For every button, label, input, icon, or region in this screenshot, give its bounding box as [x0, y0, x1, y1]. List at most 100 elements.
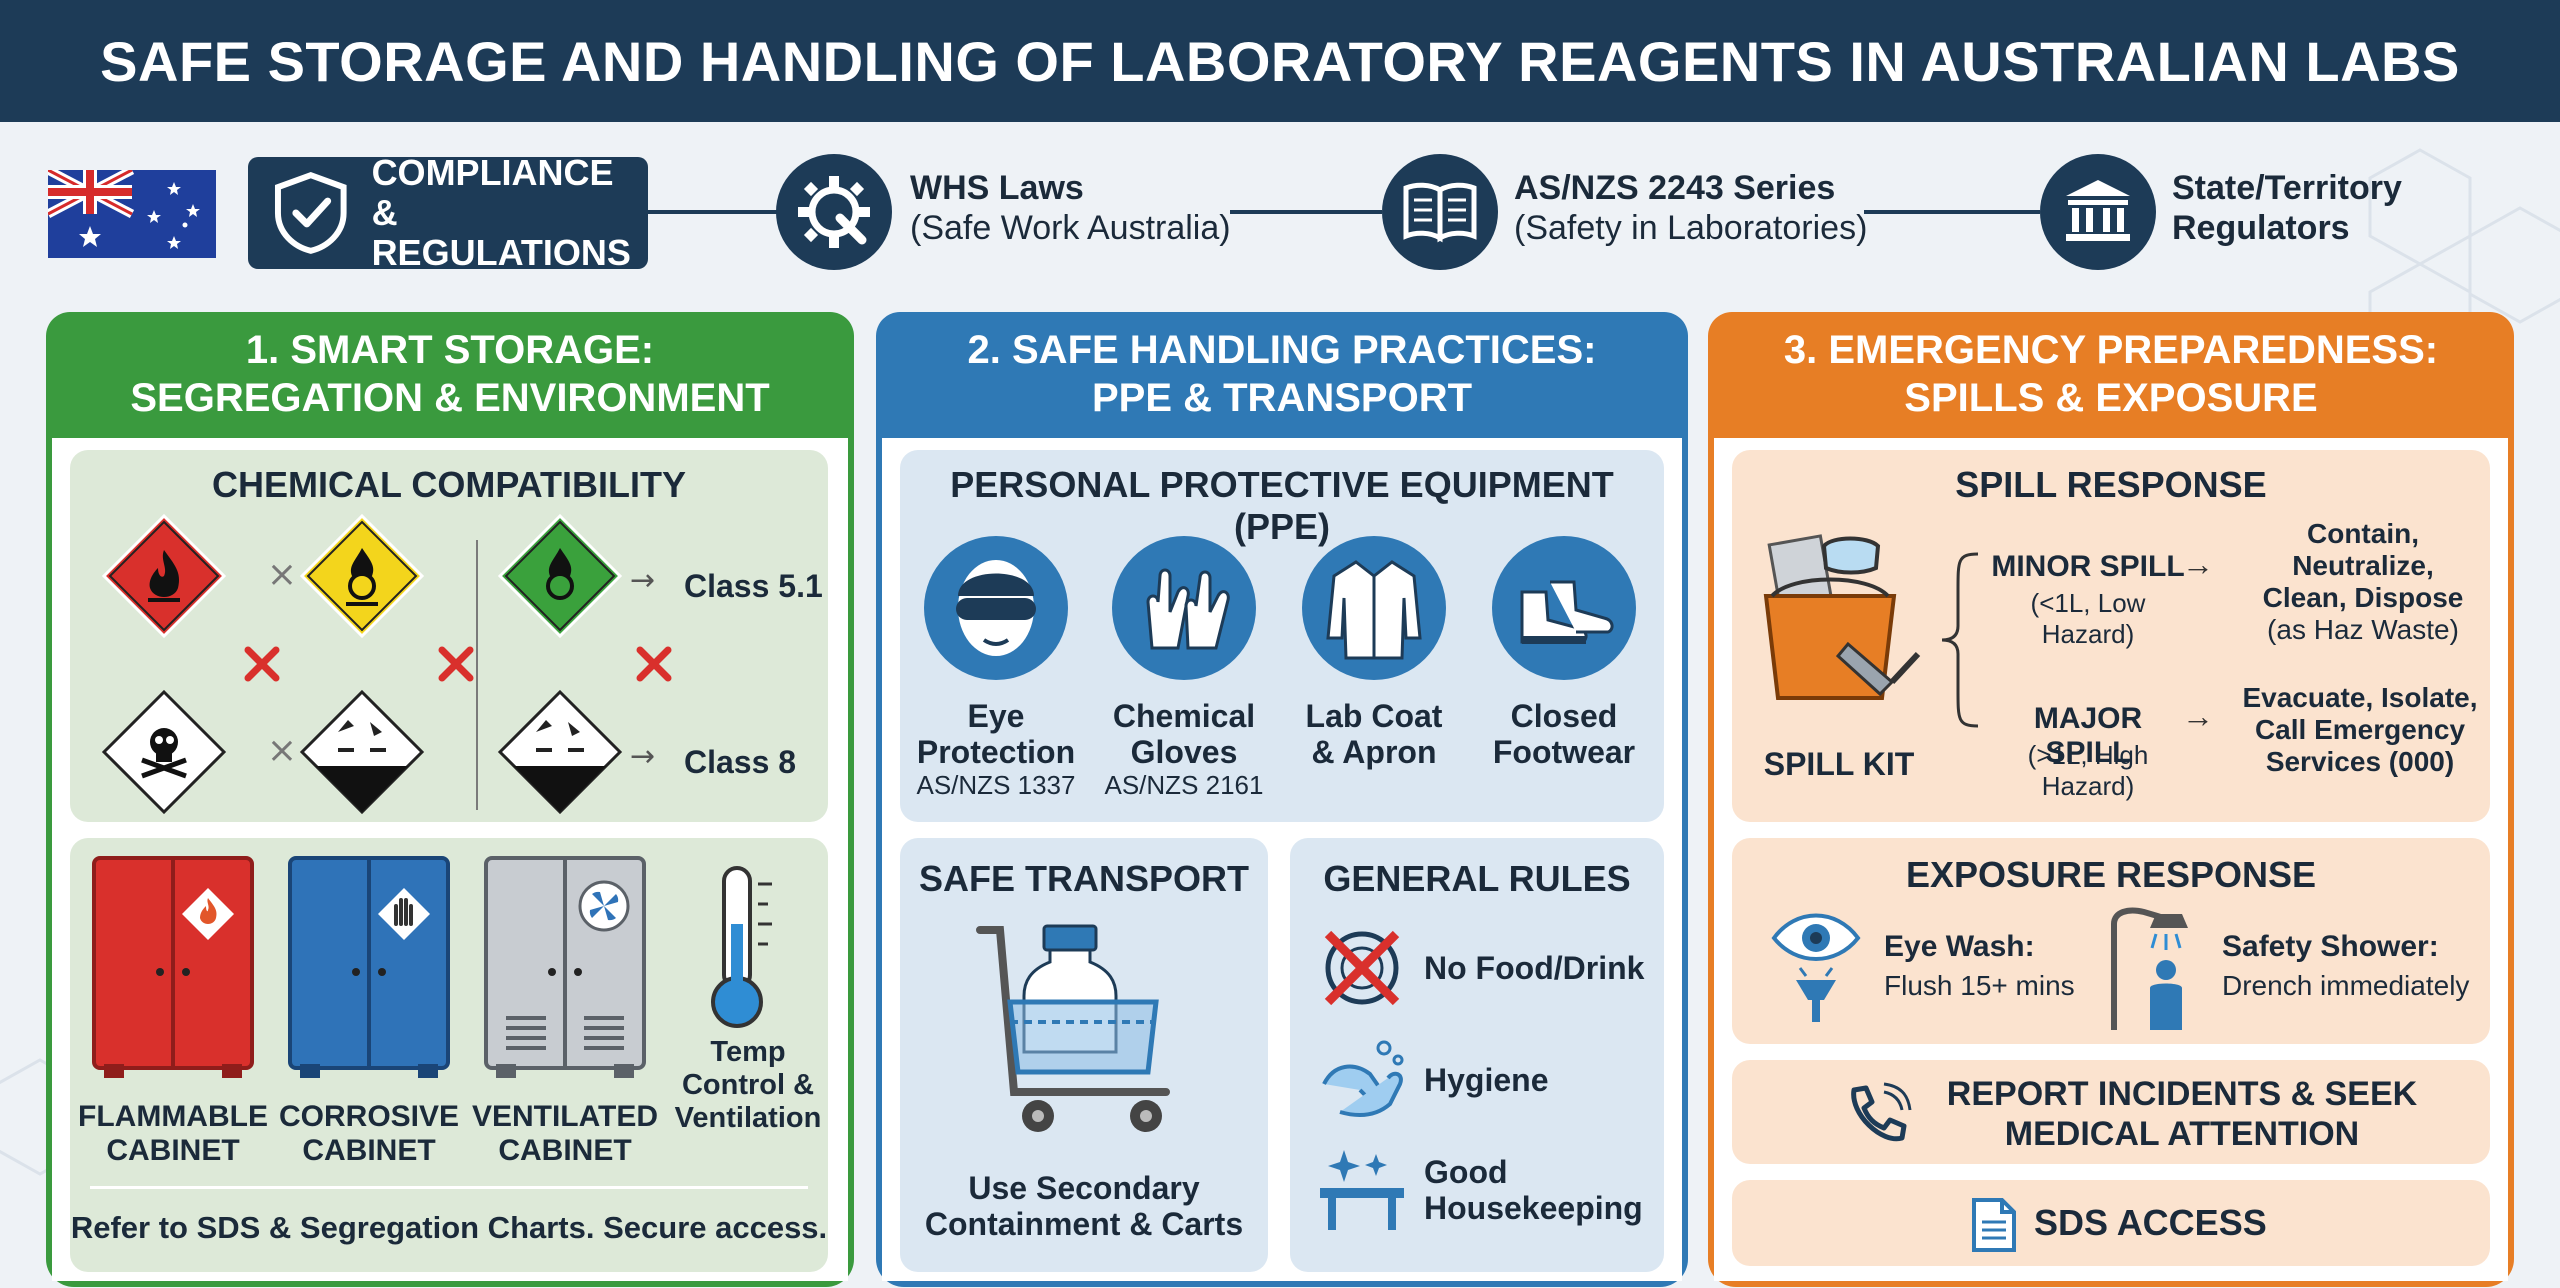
ppe-line-1: Closed: [1510, 698, 1618, 734]
sds-access-panel: SDS ACCESS: [1732, 1180, 2490, 1266]
ppe-line-1: Eye: [967, 698, 1025, 734]
spill-response-panel: SPILL RESPONSE SPILL KIT MINOR SPILL (<1…: [1732, 450, 2490, 822]
svg-text:×: ×: [267, 730, 297, 771]
thermometer-icon: [711, 866, 772, 1028]
gear-wrench-icon: [776, 154, 892, 270]
title-bar: SAFE STORAGE AND HANDLING OF LABORATORY …: [0, 0, 2560, 122]
svg-text:→: →: [630, 739, 655, 774]
divider: [90, 1186, 808, 1189]
compliance-badge: COMPLIANCE & REGULATIONS: [248, 153, 648, 273]
connector-line: [1864, 210, 2040, 214]
ppe-line-2: & Apron: [1311, 734, 1437, 770]
minor-action-line-3: Clean, Dispose: [2262, 582, 2464, 613]
major-spill-title: MAJOR SPILL: [2033, 702, 2143, 769]
safety-shower-title: Safety Shower:: [2222, 930, 2439, 963]
hygiene-label: Hygiene: [1424, 1062, 1549, 1098]
flammable-hazard-icon: [101, 513, 227, 639]
ppe-title: PERSONAL PROTECTIVE EQUIPMENT (PPE): [950, 464, 1614, 547]
smart-storage-header: 1. SMART STORAGE: SEGREGATION & ENVIRONM…: [46, 312, 854, 436]
transport-label: Use Secondary Containment & Carts: [900, 1170, 1268, 1242]
eye-protection-label: Eye Protection: [906, 698, 1086, 770]
compliance-bar: COMPLIANCE & REGULATIONS WHS Laws (Safe …: [0, 140, 2560, 290]
temp-line-3: Ventilation: [674, 1102, 822, 1134]
regulators-title: State/Territory: [2172, 169, 2402, 207]
phone-icon: [1851, 1082, 1912, 1142]
australian-flag-icon: [48, 170, 216, 258]
arrow-right-icon: →: [2182, 546, 2214, 582]
regulators-subtitle: Regulators: [2172, 209, 2350, 247]
chemical-compatibility-panel: CHEMICAL COMPATIBILITY ×: [70, 450, 828, 822]
safe-handling-column: 2. SAFE HANDLING PRACTICES: PPE & TRANSP…: [876, 312, 1688, 1287]
whs-subtitle: (Safe Work Australia): [910, 209, 1231, 247]
ppe-line-1: Chemical: [1112, 698, 1256, 734]
safe-transport-title: SAFE TRANSPORT: [918, 858, 1249, 899]
boots-icon: [1492, 536, 1636, 680]
compatibility-title: CHEMICAL COMPATIBILITY: [212, 464, 686, 505]
whs-laws-label: WHS Laws (Safe Work Australia): [910, 168, 1231, 248]
minor-spill-detail: (<1L, Low Hazard): [2030, 588, 2146, 649]
report-incidents-label: REPORT INCIDENTS & SEEK MEDICAL ATTENTIO…: [1922, 1074, 2442, 1154]
spill-response-title: SPILL RESPONSE: [1955, 464, 2267, 505]
connector-line: [1230, 210, 1382, 214]
sds-access-label: SDS ACCESS: [2034, 1202, 2267, 1243]
cabinets-panel: FLAMMABLE CABINET CORROSIVE CABINET VENT…: [70, 838, 828, 1272]
minor-spill-title: MINOR SPILL: [1991, 550, 2185, 583]
open-book-icon: [1382, 154, 1498, 270]
compatibility-chart: × →: [101, 513, 672, 815]
oxidizer-hazard-icon: [299, 513, 425, 639]
goggles-face-icon: [924, 536, 1068, 680]
housekeeping-label: Good Housekeeping: [1424, 1154, 1643, 1226]
government-building-icon: [2040, 154, 2156, 270]
temp-line-2: Control &: [681, 1069, 815, 1101]
ppe-line-2: Footwear: [1492, 734, 1636, 770]
general-rules-title: GENERAL RULES: [1323, 858, 1631, 899]
housekeeping-line-1: Good: [1424, 1154, 1508, 1190]
ppe-line-1: Lab Coat: [1305, 698, 1443, 734]
class-8-label: Class 8: [684, 744, 797, 780]
shield-check-icon: [274, 172, 347, 254]
chemical-gloves-label: Chemical Gloves: [1094, 698, 1274, 770]
no-food-icon: [1324, 930, 1400, 1006]
minor-action-line-2: Neutralize,: [2292, 550, 2434, 581]
safe-handling-body: PERSONAL PROTECTIVE EQUIPMENT (PPE): [882, 438, 1682, 1281]
eye-wash-title: Eye Wash:: [1884, 930, 2035, 963]
report-line-1: REPORT INCIDENTS & SEEK: [1946, 1075, 2418, 1113]
regulators-label: State/Territory Regulators: [2172, 168, 2402, 248]
ventilated-line-2: CABINET: [498, 1134, 632, 1167]
exposure-response-title: EXPOSURE RESPONSE: [1905, 854, 2317, 895]
svg-text:×: ×: [267, 554, 297, 595]
badge-line-2: REGULATIONS: [371, 232, 631, 273]
smart-storage-body: CHEMICAL COMPATIBILITY ×: [52, 438, 848, 1281]
emergency-header: 3. EMERGENCY PREPAREDNESS: SPILLS & EXPO…: [1708, 312, 2514, 436]
header-line-1: 3. EMERGENCY PREPAREDNESS:: [1783, 328, 2439, 372]
sparkle-table-icon: [1320, 1150, 1404, 1230]
connector-line: [648, 210, 778, 214]
emergency-body: SPILL RESPONSE SPILL KIT MINOR SPILL (<1…: [1714, 438, 2508, 1281]
major-action-line-1: Evacuate, Isolate,: [2242, 682, 2478, 713]
corrosive-cabinet-icon: [288, 856, 450, 1078]
eye-wash-detail: Flush 15+ mins: [1884, 970, 2075, 1001]
closed-footwear-label: Closed Footwear: [1474, 698, 1654, 770]
flammable-line-2: CABINET: [106, 1134, 240, 1167]
corrosive-hazard-icon: [299, 689, 425, 815]
corrosive-line-1: CORROSIVE: [278, 1100, 460, 1133]
transport-cart-icon: [976, 924, 1170, 1132]
ppe-line-2: Gloves: [1130, 734, 1238, 770]
ppe-panel: PERSONAL PROTECTIVE EQUIPMENT (PPE): [900, 450, 1664, 822]
corrosive-line-2: CABINET: [302, 1134, 436, 1167]
eye-wash-icon: [1771, 913, 1861, 1022]
branch-brace: [1941, 552, 1979, 728]
report-line-2: MEDICAL ATTENTION: [2004, 1115, 2360, 1153]
ppe-line-2: Protection: [916, 734, 1076, 770]
minor-action-line-1: Contain,: [2307, 518, 2419, 549]
arrow-right-icon: →: [2182, 698, 2214, 734]
eye-protection-standard: AS/NZS 1337: [916, 770, 1076, 800]
compliance-badge-label: COMPLIANCE & REGULATIONS: [372, 153, 648, 273]
major-spill-detail: (>1L, High Hazard): [2027, 740, 2149, 801]
ventilated-cabinet-icon: [484, 856, 646, 1078]
general-rules-panel: GENERAL RULES No Food/Drink Hygiene: [1290, 838, 1664, 1272]
safety-shower-icon: [2111, 907, 2188, 1030]
safety-shower-detail: Drench immediately: [2222, 970, 2470, 1001]
major-spill-action: Evacuate, Isolate, Call Emergency Servic…: [2232, 682, 2488, 778]
toxic-hazard-icon: [101, 689, 227, 815]
